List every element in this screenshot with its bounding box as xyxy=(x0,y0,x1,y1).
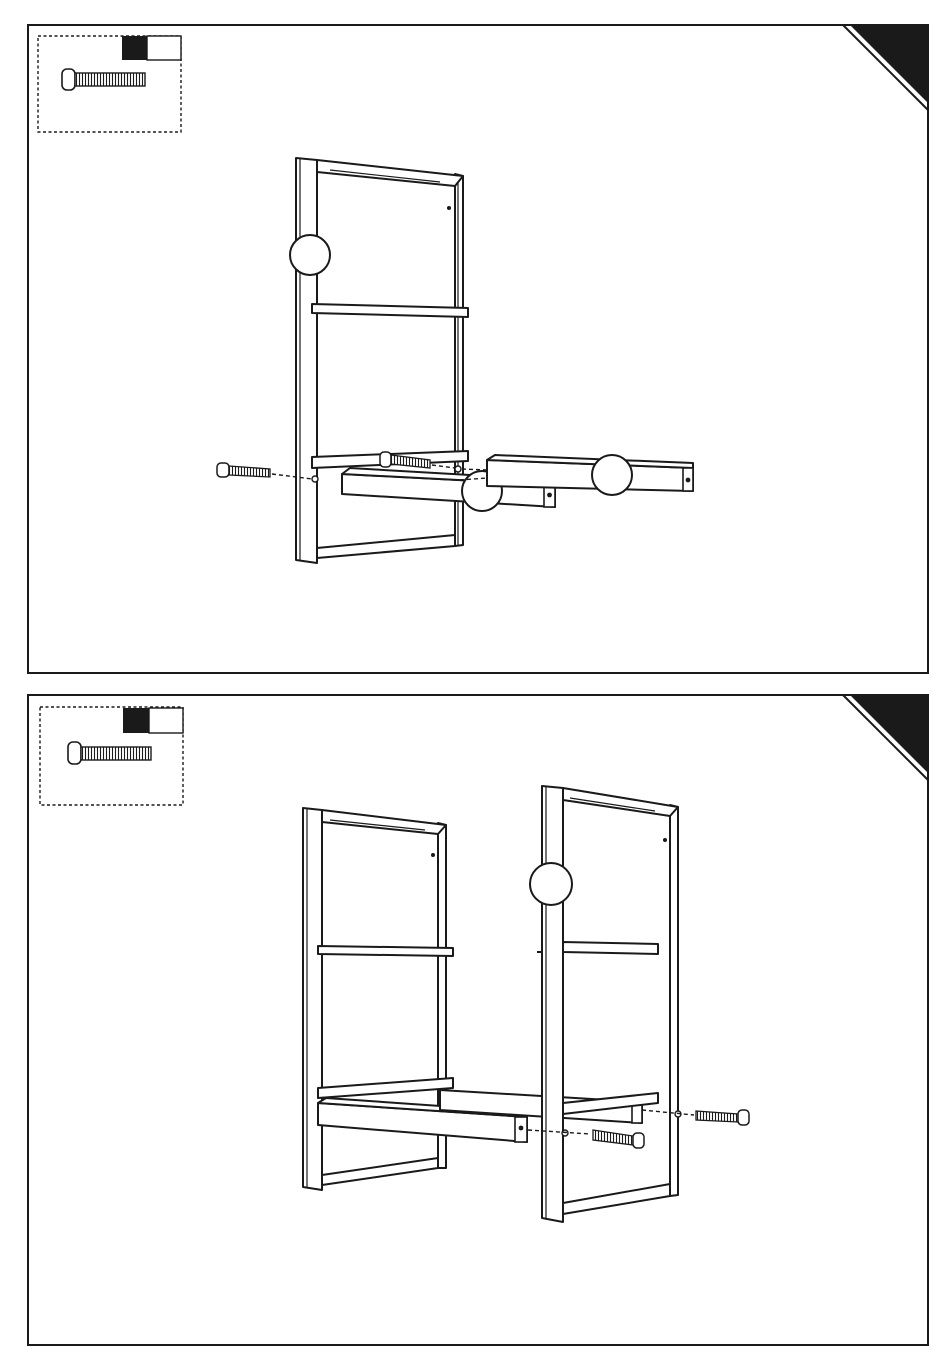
step-panel-1 xyxy=(28,25,928,673)
part-callout-3 xyxy=(592,455,632,495)
quantity-label-box xyxy=(123,708,149,733)
panel-frame xyxy=(28,25,928,673)
part-callout-1 xyxy=(290,235,330,275)
part-callout-4 xyxy=(530,863,572,905)
quantity-label-box xyxy=(122,36,147,60)
step-panel-2 xyxy=(28,695,928,1345)
panel-frame xyxy=(28,695,928,1345)
